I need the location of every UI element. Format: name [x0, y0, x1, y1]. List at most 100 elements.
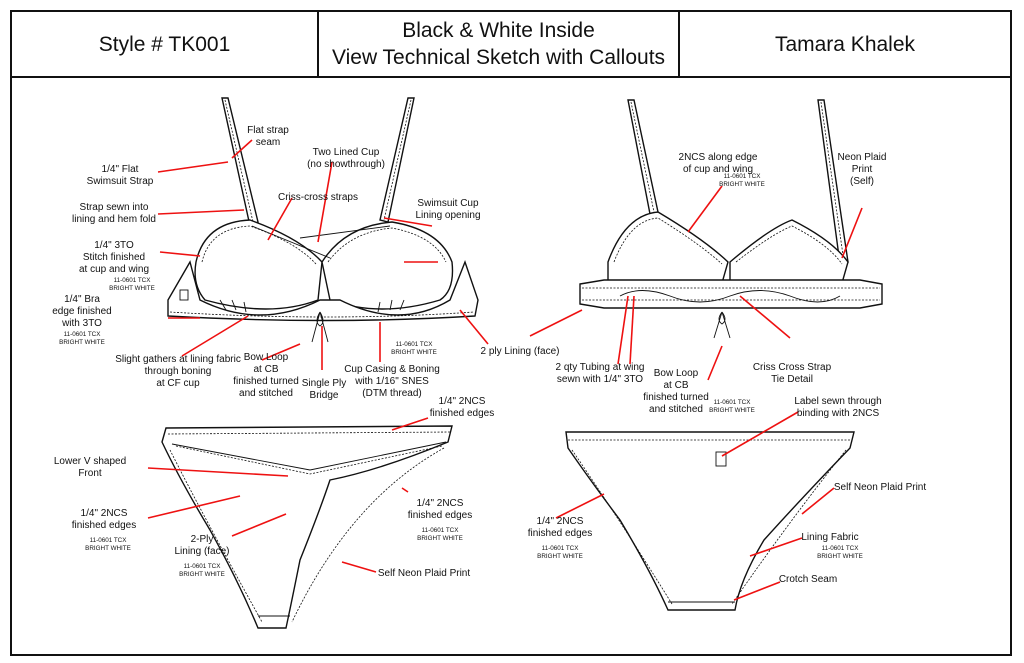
color-code-d2: BRIGHT WHITE [719, 181, 765, 188]
neon-plaid-3: (Self) [850, 176, 874, 187]
criss-tie-2: Tie Detail [771, 374, 813, 385]
two-lined-cup-2: (no showthrough) [307, 159, 385, 170]
tech-sheet-frame: Style # TK001 Black & White Inside View … [10, 10, 1012, 656]
edges-top-2: finished edges [430, 408, 495, 419]
strap-sewn-1: Strap sewn into [80, 202, 149, 213]
lining-fabric: Lining Fabric [801, 532, 858, 543]
self-neon-left: Self Neon Plaid Print [378, 568, 470, 579]
back-bra-sketch [579, 99, 883, 339]
tubing-2: sewn with 1/4" 3TO [557, 374, 643, 385]
color-code-b1: 11-0601 TCX [64, 331, 102, 338]
color-code-f2: BRIGHT WHITE [85, 545, 131, 552]
sheet-title-line1: Black & White Inside [402, 19, 595, 42]
single-ply-2: Bridge [310, 390, 339, 401]
bow-loop-r-1: Bow Loop [654, 368, 699, 379]
two-lined-cup-1: Two Lined Cup [313, 147, 380, 158]
cup-casing-3: (DTM thread) [362, 388, 421, 399]
two-ply-2: Lining (face) [174, 546, 229, 557]
self-neon-right: Self Neon Plaid Print [834, 482, 926, 493]
front-brief-sketch [161, 425, 453, 629]
bow-loop-l-3: finished turned [233, 376, 299, 387]
two-ply-1: 2-Ply [191, 534, 214, 545]
criss-cross-straps: Criss-cross straps [278, 192, 358, 203]
label-sewn-2: binding with 2NCS [797, 408, 880, 419]
color-code-i2: BRIGHT WHITE [537, 553, 583, 560]
criss-tie-1: Criss Cross Strap [753, 362, 832, 373]
edges-right-1: 1/4" 2NCS [537, 516, 584, 527]
color-code-f1: 11-0601 TCX [90, 537, 128, 544]
edges-left-2: finished edges [72, 520, 137, 531]
flat-strap-1: 1/4" Flat [102, 164, 139, 175]
gathers-2: through boning [145, 366, 212, 377]
label-sewn-1: Label sewn through [794, 396, 881, 407]
color-code-d1: 11-0601 TCX [724, 173, 762, 180]
lower-v-2: Front [78, 468, 102, 479]
lower-v-1: Lower V shaped [54, 456, 126, 467]
color-code-c2: BRIGHT WHITE [391, 349, 437, 356]
color-code-j1: 11-0601 TCX [822, 545, 860, 552]
style-number: Style # TK001 [12, 12, 319, 76]
color-code-a2: BRIGHT WHITE [109, 285, 155, 292]
flat-strap-seam-2: seam [256, 137, 280, 148]
bra-edge-2: edge finished [52, 306, 112, 317]
stitch-finished-1: 1/4" 3TO [94, 240, 134, 251]
gathers-3: at CF cup [156, 378, 200, 389]
neon-plaid-2: Print [852, 164, 873, 175]
color-code-b2: BRIGHT WHITE [59, 339, 105, 346]
two-ncs-edge-2: of cup and wing [683, 164, 753, 175]
color-code-i1: 11-0601 TCX [542, 545, 580, 552]
edges-mid-2: finished edges [408, 510, 473, 521]
bow-loop-r-3: finished turned [643, 392, 709, 403]
cup-casing-2: with 1/16" SNES [354, 376, 429, 387]
stitch-finished-3: at cup and wing [79, 264, 149, 275]
callout-arrows [147, 139, 863, 601]
color-code-g2: BRIGHT WHITE [179, 571, 225, 578]
flat-strap-seam-1: Flat strap [247, 125, 289, 136]
single-ply-1: Single Ply [302, 378, 346, 389]
edges-right-2: finished edges [528, 528, 593, 539]
cup-lining-1: Swimsuit Cup [417, 198, 479, 209]
back-brief-sketch [565, 431, 855, 611]
flat-strap-2: Swimsuit Strap [87, 176, 154, 187]
header-row: Style # TK001 Black & White Inside View … [12, 12, 1010, 78]
color-code-c1: 11-0601 TCX [396, 341, 434, 348]
cup-casing-1: Cup Casing & Boning [344, 364, 440, 375]
designer-name: Tamara Khalek [774, 32, 916, 56]
color-code-e1: 11-0601 TCX [714, 399, 752, 406]
two-ncs-edge-1: 2NCS along edge [679, 152, 758, 163]
edges-mid-1: 1/4" 2NCS [417, 498, 464, 509]
bow-loop-l-4: and stitched [239, 388, 293, 399]
front-bra-sketch [167, 97, 479, 343]
bra-edge-1: 1/4" Bra [64, 294, 100, 305]
two-ply-lining-face: 2 ply Lining (face) [481, 346, 560, 357]
color-code-h1: 11-0601 TCX [422, 527, 460, 534]
edges-top-1: 1/4" 2NCS [439, 396, 486, 407]
stitch-finished-2: Stitch finished [83, 252, 145, 263]
strap-sewn-2: lining and hem fold [72, 214, 156, 225]
